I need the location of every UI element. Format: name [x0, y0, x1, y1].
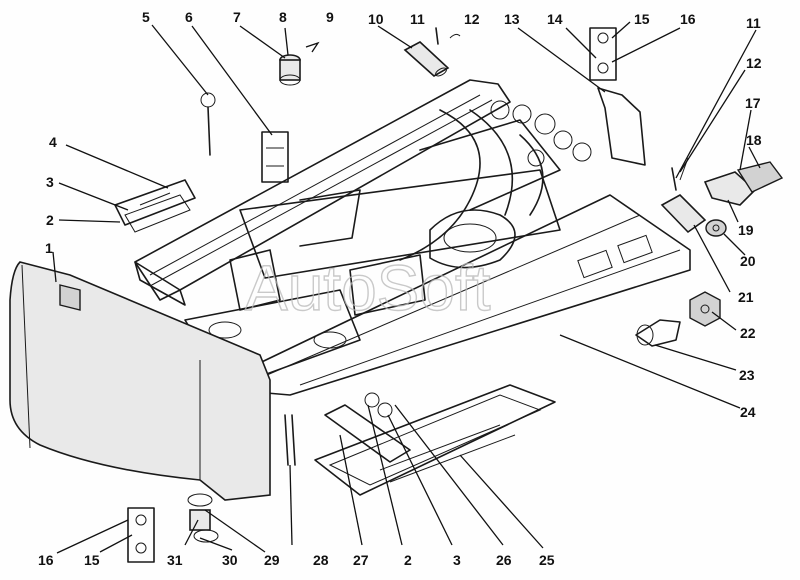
bolt-28: [284, 414, 296, 466]
bushing-7-8: [279, 54, 301, 86]
washer-29-31: [187, 493, 219, 543]
hinge-15-16-bottom: [127, 507, 155, 563]
nut-20: [705, 219, 727, 237]
callout-20: 20: [740, 253, 756, 269]
callout-9: 9: [326, 9, 334, 25]
callout-30: 30: [222, 552, 238, 568]
callout-10: 10: [368, 11, 384, 27]
bolt-23: [635, 319, 681, 347]
callout-13: 13: [504, 11, 520, 27]
nut-22: [689, 291, 721, 327]
callout-24: 24: [740, 404, 756, 420]
hinge-14-16-top: [589, 27, 617, 81]
clamp-17-19: [703, 161, 784, 206]
callout-3-bottom: 3: [453, 552, 461, 568]
pin-11-12-top: [435, 27, 461, 45]
clamp-6: [261, 131, 289, 183]
callout-22: 22: [740, 325, 756, 341]
callout-3: 3: [46, 174, 54, 190]
callout-16-bottom: 16: [38, 552, 54, 568]
callout-17: 17: [745, 95, 761, 111]
callout-19: 19: [738, 222, 754, 238]
callout-15: 15: [634, 11, 650, 27]
main-frame: [134, 79, 691, 396]
callout-16: 16: [680, 11, 696, 27]
callout-14: 14: [547, 11, 563, 27]
front-bumper: [9, 261, 271, 501]
callout-2-bottom: 2: [404, 552, 412, 568]
lower-plate-25-27: [314, 384, 556, 496]
callout-4: 4: [49, 134, 57, 150]
sleeve-10: [403, 41, 450, 77]
watermark: AutoSoft: [245, 252, 491, 324]
callout-27: 27: [353, 552, 369, 568]
callout-15-bottom: 15: [84, 552, 100, 568]
callout-2: 2: [46, 212, 54, 228]
callout-12: 12: [464, 11, 480, 27]
callout-21: 21: [738, 289, 754, 305]
callout-18: 18: [746, 132, 762, 148]
callout-11-right: 11: [746, 15, 761, 31]
callout-29: 29: [264, 552, 280, 568]
callout-1: 1: [45, 240, 53, 256]
bolt-5: [200, 92, 216, 156]
leader-lines: [52, 21, 761, 554]
callout-31: 31: [167, 552, 183, 568]
callout-28: 28: [313, 552, 329, 568]
callout-labels: 5 6 7 8 9 10 11 12 13 14 15 16 11 12 17 …: [38, 9, 762, 568]
callout-25: 25: [539, 552, 555, 568]
pin-9: [305, 41, 320, 53]
bushing-21: [660, 194, 707, 234]
callout-7: 7: [233, 9, 241, 25]
bracket-13: [597, 87, 646, 166]
callout-23: 23: [739, 367, 755, 383]
callout-26: 26: [496, 552, 512, 568]
callout-8: 8: [279, 9, 287, 25]
callout-5: 5: [142, 9, 150, 25]
callout-11: 11: [410, 11, 425, 27]
block-2-3-4-left: [114, 179, 196, 233]
callout-12-right: 12: [746, 55, 762, 71]
callout-6: 6: [185, 9, 193, 25]
